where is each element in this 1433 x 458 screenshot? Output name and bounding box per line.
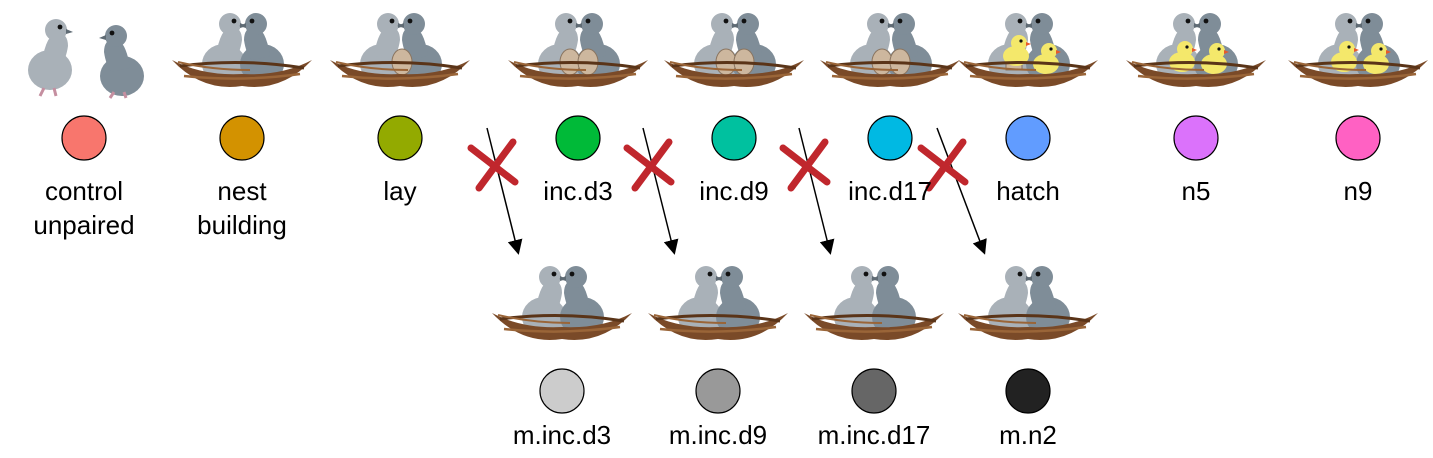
stage-label-n9: n9 (1273, 174, 1433, 208)
manipulation-arrow (936, 127, 987, 255)
pigeon-scene-eggs2-4 (664, 13, 804, 87)
removal-x-mark (917, 138, 969, 192)
pigeon-scene-nest-1 (172, 13, 312, 87)
stage-label-line: hatch (996, 176, 1060, 206)
pigeon-scene-eggs2-5 (820, 13, 960, 87)
chick-icon (1033, 43, 1061, 74)
stage-dot-lay (377, 115, 423, 161)
nest-icon (508, 60, 648, 87)
stage-label-line: m.n2 (999, 420, 1057, 450)
stage-label-line: m.inc.d3 (512, 420, 612, 450)
stage-dot-m_inc_d17 (851, 368, 897, 414)
stage-dot-m_inc_d9 (695, 368, 741, 414)
stage-label-hatch: hatch (943, 174, 1113, 208)
pigeon-scene-chicks-8 (1288, 13, 1428, 87)
stage-label-line: unpaired (33, 210, 135, 240)
stage-dot-nest_building (219, 115, 265, 161)
stage-label-line: lay (383, 176, 417, 206)
stage-label-m_inc_d17: m.inc.d17 (789, 418, 959, 452)
stage-label-line: m.inc.d9 (668, 420, 768, 450)
stage-label-inc_d17: inc.d17 (805, 174, 975, 208)
stage-dot-m_inc_d3 (539, 368, 585, 414)
nest-icon (648, 313, 788, 340)
nest-icon (820, 60, 960, 87)
manipulation-arrow (798, 127, 835, 255)
stage-color-dots-layer (61, 115, 1381, 414)
nest-icon (330, 60, 470, 87)
stage-label-line: inc.d9 (699, 176, 769, 206)
stage-label-line: n5 (1181, 176, 1211, 206)
nest-icon (172, 60, 312, 87)
nest-icon (804, 313, 944, 340)
pigeon-scene-nest-m0 (492, 266, 632, 340)
nest-icon (1288, 60, 1428, 87)
pigeon-scene-nest-m1 (648, 266, 788, 340)
removal-x-mark (623, 138, 675, 192)
chick-icon (1201, 43, 1229, 74)
stage-dot-inc_d17 (867, 115, 913, 161)
stage-dot-control_unpaired (61, 115, 107, 161)
stage-label-control_unpaired: control unpaired (0, 174, 169, 242)
manipulation-arrow (486, 127, 523, 255)
stage-label-line: inc.d3 (543, 176, 613, 206)
manipulation-arrows-layer (486, 127, 987, 255)
stage-dot-inc_d3 (555, 115, 601, 161)
nest-icon (492, 313, 632, 340)
pigeon-scenes-layer (28, 13, 1428, 340)
stage-label-n5: n5 (1111, 174, 1281, 208)
pigeon-icon (99, 25, 144, 96)
stage-dot-m_n2 (1005, 368, 1051, 414)
stage-dot-n5 (1173, 115, 1219, 161)
stage-label-line: m.inc.d17 (817, 420, 931, 450)
removal-x-mark (779, 138, 831, 192)
stage-dot-hatch (1005, 115, 1051, 161)
pigeon-scene-hatch-6 (958, 13, 1098, 87)
manipulation-arrow (642, 127, 679, 255)
removal-x-mark (467, 138, 519, 192)
nest-icon (958, 60, 1098, 87)
stage-dot-inc_d9 (711, 115, 757, 161)
pigeon-scene-unpaired-0 (28, 19, 144, 99)
pigeon-scene-nest-m2 (804, 266, 944, 340)
stage-label-nest_building: nest building (157, 174, 327, 242)
pigeon-scene-chicks-7 (1126, 13, 1266, 87)
pigeon-scene-nest-m3 (958, 266, 1098, 340)
nest-icon (664, 60, 804, 87)
stage-label-line: nest (217, 176, 267, 206)
stage-label-inc_d9: inc.d9 (649, 174, 819, 208)
stage-label-line: n9 (1343, 176, 1373, 206)
stage-label-line: control (44, 176, 124, 206)
stage-label-line: building (197, 210, 287, 240)
stage-label-m_n2: m.n2 (943, 418, 1113, 452)
pigeon-icon (28, 19, 73, 90)
stage-dot-n9 (1335, 115, 1381, 161)
stage-label-m_inc_d9: m.inc.d9 (633, 418, 803, 452)
chick-icon (1363, 43, 1391, 74)
removal-marks-layer (467, 138, 969, 192)
nest-icon (958, 313, 1098, 340)
pigeon-scene-eggs2-3 (508, 13, 648, 87)
stage-label-line: inc.d17 (848, 176, 932, 206)
pigeon-scene-egg1-2 (330, 13, 470, 87)
stage-label-m_inc_d3: m.inc.d3 (477, 418, 647, 452)
stage-label-lay: lay (315, 174, 485, 208)
stage-label-inc_d3: inc.d3 (493, 174, 663, 208)
nest-icon (1126, 60, 1266, 87)
